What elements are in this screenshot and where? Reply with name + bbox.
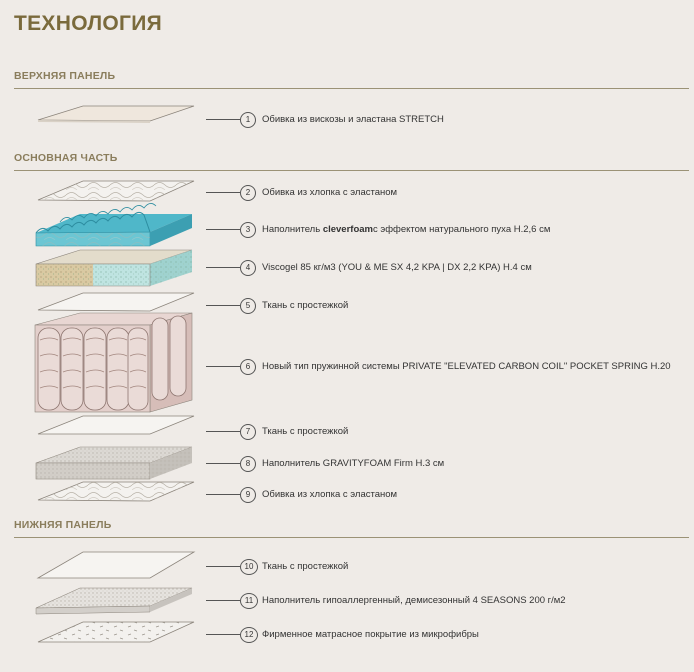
section-heading-core: ОСНОВНАЯ ЧАСТЬ [14,152,118,164]
leader-line [206,431,240,432]
layer-callout-12: 12 Фирменное матрасное покрытие из микро… [0,625,694,645]
layer-1-shape [37,105,195,123]
layer-number: 12 [240,627,258,643]
layer-number: 10 [240,559,258,575]
divider [14,88,689,89]
layer-label: Ткань с простежкой [262,300,349,311]
layer-10-shape [36,551,196,579]
layer-label: Фирменное матрасное покрытие из микрофиб… [262,629,479,640]
divider [14,537,689,538]
layer-callout-9: 9 Обивка из хлопка с эластаном [0,485,694,505]
layer-label: Наполнитель GRAVITYFOAM Firm H.3 см [262,458,445,469]
layer-label: Viscogel 85 кг/м3 (YOU & ME SX 4,2 KPA |… [262,262,532,273]
cleverfoam-brand: cleverfoam [322,224,373,235]
leader-line [206,463,240,464]
label-prefix: Наполнитель [262,224,323,235]
layer-label: Ткань с простежкой [262,561,349,572]
layer-label: Новый тип пружинной системы PRIVATE "ELE… [262,361,671,372]
layer-label: Обивка из вискозы и эластана STRETCH [262,114,444,125]
layer-number: 9 [240,487,256,503]
layer-label: Обивка из хлопка с эластаном [262,489,398,500]
divider [14,170,689,171]
layer-number: 6 [240,359,256,375]
layer-callout-5: 5 Ткань с простежкой [0,296,694,316]
layer-number: 5 [240,298,256,314]
leader-line [206,305,240,306]
layer-label: Наполнитель гипоаллергенный, демисезонны… [262,595,566,606]
layer-callout-6: 6 Новый тип пружинной системы PRIVATE "E… [0,357,694,377]
leader-line [206,634,240,635]
page-title: ТЕХНОЛОГИЯ [14,12,162,35]
leader-line [206,267,240,268]
layer-number: 4 [240,260,256,276]
layer-label: Наполнитель cleverfoamс эффектом натурал… [262,224,550,235]
layer-number: 7 [240,424,256,440]
layer-11-shape [35,587,193,615]
layer-4-shape [35,249,193,287]
layer-number: 8 [240,456,256,472]
section-heading-top: ВЕРХНЯЯ ПАНЕЛЬ [14,70,116,82]
layer-callout-7: 7 Ткань с простежкой [0,422,694,442]
layer-label: Обивка из хлопка с эластаном [262,187,398,198]
leader-line [206,494,240,495]
leader-line [206,192,240,193]
layer-callout-10: 10 Ткань с простежкой [0,557,694,577]
layer-number: 3 [240,222,256,238]
layer-callout-4: 4 Viscogel 85 кг/м3 (YOU & ME SX 4,2 KPA… [0,258,694,278]
layer-callout-11: 11 Наполнитель гипоаллергенный, демисезо… [0,591,694,611]
layer-number: 2 [240,185,256,201]
leader-line [206,229,240,230]
layer-label: Ткань с простежкой [262,426,349,437]
layer-9-shape [37,481,195,502]
leader-line [206,366,240,367]
layer-callout-3: 3 Наполнитель cleverfoamс эффектом натур… [0,220,694,240]
layer-callout-1: 1 Обивка из вискозы и эластана STRETCH [0,110,694,130]
layer-8-shape [35,446,193,480]
layer-number: 1 [240,112,256,128]
layer-callout-2: 2 Обивка из хлопка с эластаном [0,183,694,203]
layer-6-shape [34,312,193,413]
layer-7-shape [37,415,195,435]
leader-line [206,119,240,120]
label-suffix: с эффектом натурального пуха H.2,6 см [372,224,551,235]
section-heading-bottom: НИЖНЯЯ ПАНЕЛЬ [14,519,112,531]
leader-line [206,600,240,601]
layer-12-shape [37,621,195,643]
layer-3-shape [35,203,192,247]
leader-line [206,566,240,567]
layer-5-shape [37,292,195,312]
layer-callout-8: 8 Наполнитель GRAVITYFOAM Firm H.3 см [0,454,694,474]
layer-2-shape [37,180,195,202]
layer-number: 11 [240,593,258,609]
